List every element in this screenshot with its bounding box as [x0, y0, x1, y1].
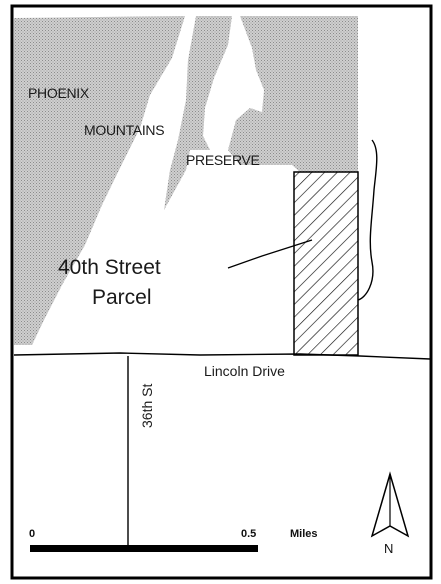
- north-arrow-icon: N: [370, 471, 410, 556]
- scale-label-end: 0.5: [241, 528, 256, 540]
- parcel-east-boundary: [357, 139, 378, 301]
- scale-bar-bar: [30, 545, 258, 552]
- parcel-label-line2: Parcel: [92, 286, 152, 309]
- scale-label-start: 0: [29, 528, 35, 540]
- road-lincoln-drive: [13, 352, 431, 360]
- road-label-lincoln-drive: Lincoln Drive: [204, 363, 285, 379]
- preserve-label-line2: MOUNTAINS: [84, 122, 164, 138]
- north-arrow-label: N: [384, 541, 393, 556]
- parcel-label-line1: 40th Street: [58, 256, 161, 279]
- parcel-leader-line: [227, 239, 313, 269]
- parcel-40th-street: [293, 171, 359, 356]
- scale-label-unit: Miles: [290, 528, 318, 540]
- map-frame: [10, 4, 433, 580]
- road-label-36th-street: 36th St: [139, 384, 155, 428]
- scale-bar: 0 0.5 Miles: [29, 528, 318, 552]
- preserve-label-line1: PHOENIX: [28, 85, 90, 101]
- preserve-area: [14, 16, 358, 345]
- preserve-label-line3: PRESERVE: [186, 152, 260, 168]
